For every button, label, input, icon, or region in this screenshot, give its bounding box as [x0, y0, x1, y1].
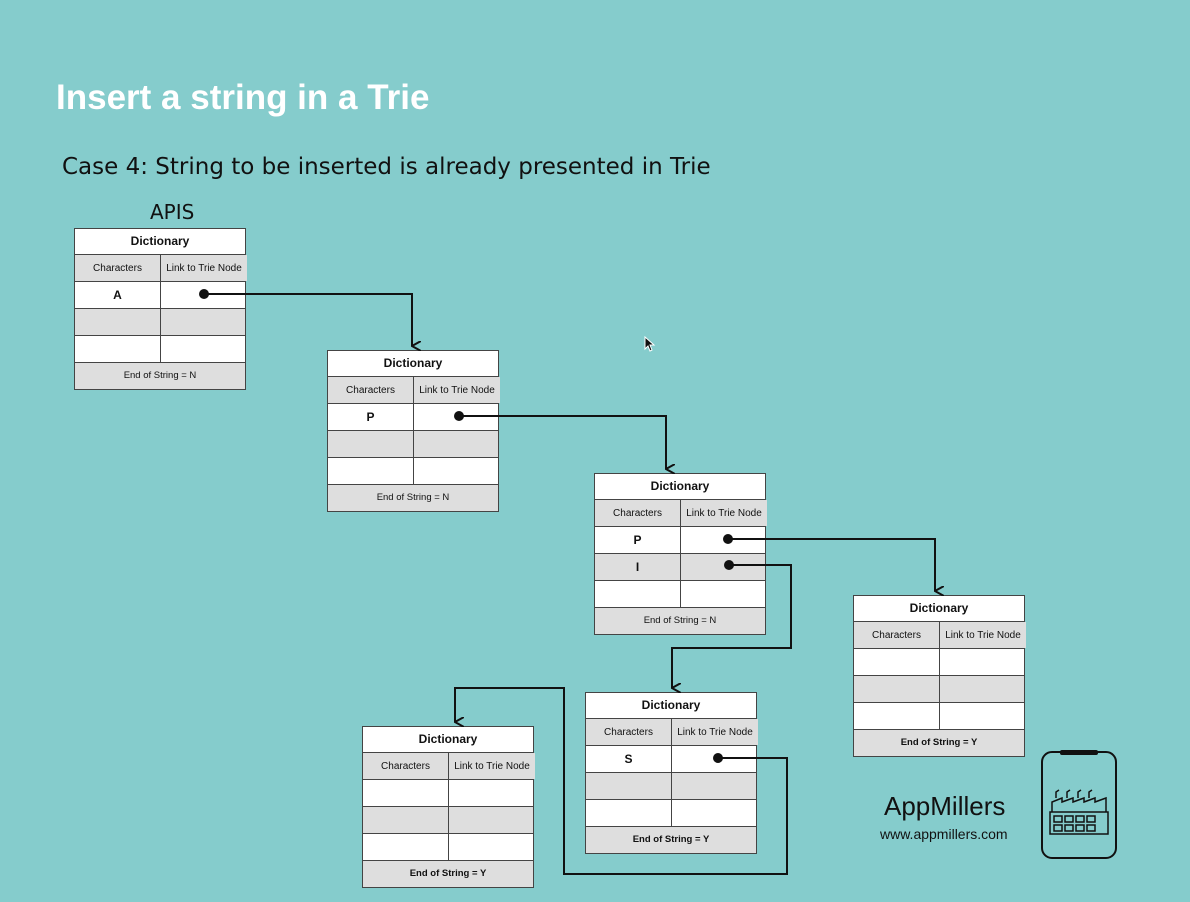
char-cell [363, 780, 449, 806]
link-cell [672, 800, 758, 826]
column-header-link: Link to Trie Node [940, 622, 1026, 648]
column-header-characters: Characters [586, 719, 672, 745]
link-cell [940, 676, 1026, 702]
end-of-string: End of String = Y [854, 730, 1024, 756]
end-of-string: End of String = Y [586, 827, 756, 853]
link-cell [940, 649, 1026, 675]
inserted-word-label: APIS [150, 200, 195, 224]
char-cell [75, 309, 161, 335]
node-title: Dictionary [75, 229, 245, 255]
char-cell [854, 703, 940, 729]
char-cell [595, 581, 681, 607]
end-of-string: End of String = N [328, 485, 498, 511]
end-of-string: End of String = N [595, 608, 765, 634]
char-cell [328, 458, 414, 484]
char-cell [363, 807, 449, 833]
char-cell: P [595, 527, 681, 553]
column-header-characters: Characters [75, 255, 161, 281]
char-cell [363, 834, 449, 860]
char-cell: P [328, 404, 414, 430]
column-header-characters: Characters [363, 753, 449, 779]
link-cell [681, 581, 767, 607]
column-header-link: Link to Trie Node [161, 255, 247, 281]
link-cell [940, 703, 1026, 729]
link-cell [672, 746, 758, 772]
char-cell [75, 336, 161, 362]
end-of-string: End of String = Y [363, 861, 533, 887]
node-title: Dictionary [586, 693, 756, 719]
node-title: Dictionary [328, 351, 498, 377]
char-cell [854, 649, 940, 675]
char-cell: I [595, 554, 681, 580]
brand-url: www.appmillers.com [880, 826, 1008, 842]
link-cell [161, 282, 247, 308]
char-cell [328, 431, 414, 457]
link-cell [414, 431, 500, 457]
column-header-link: Link to Trie Node [672, 719, 758, 745]
slide-subtitle: Case 4: String to be inserted is already… [62, 154, 711, 180]
column-header-link: Link to Trie Node [449, 753, 535, 779]
column-header-characters: Characters [854, 622, 940, 648]
end-of-string: End of String = N [75, 363, 245, 389]
link-cell [161, 336, 247, 362]
link-cell [449, 834, 535, 860]
link-cell [449, 807, 535, 833]
char-cell: S [586, 746, 672, 772]
link-cell [414, 458, 500, 484]
node-title: Dictionary [363, 727, 533, 753]
node-title: Dictionary [854, 596, 1024, 622]
column-header-link: Link to Trie Node [681, 500, 767, 526]
column-header-link: Link to Trie Node [414, 377, 500, 403]
link-cell [681, 554, 767, 580]
link-cell [681, 527, 767, 553]
link-cell [672, 773, 758, 799]
link-cell [414, 404, 500, 430]
char-cell: A [75, 282, 161, 308]
link-cell [161, 309, 247, 335]
char-cell [586, 800, 672, 826]
slide-title: Insert a string in a Trie [56, 78, 430, 117]
char-cell [586, 773, 672, 799]
column-header-characters: Characters [595, 500, 681, 526]
link-cell [449, 780, 535, 806]
brand-name: AppMillers [884, 791, 1006, 821]
char-cell [854, 676, 940, 702]
mouse-cursor-icon [644, 336, 656, 352]
factory-phone-icon [1041, 750, 1117, 859]
column-header-characters: Characters [328, 377, 414, 403]
node-title: Dictionary [595, 474, 765, 500]
